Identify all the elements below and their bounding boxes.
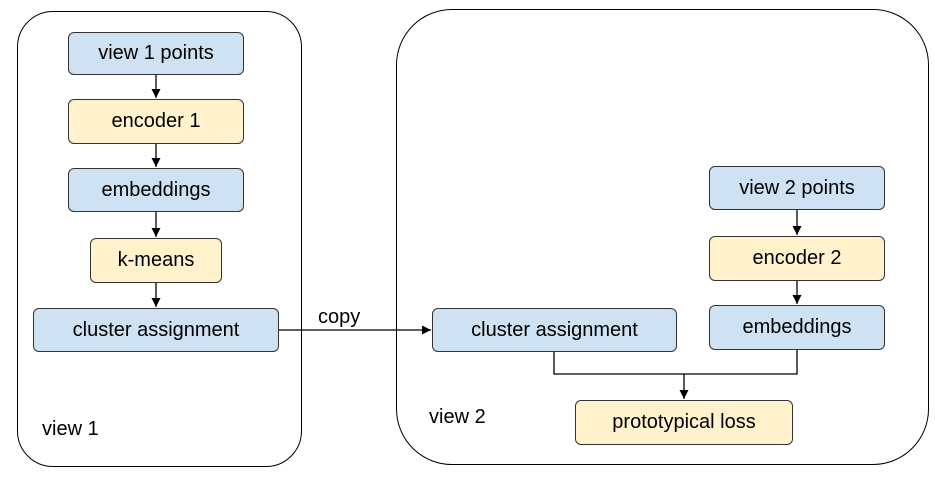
encoder-1-node: encoder 1 — [68, 99, 244, 144]
view-2-points-node: view 2 points — [709, 166, 885, 210]
prototypical-loss-node: prototypical loss — [575, 400, 793, 445]
view-2-panel — [396, 9, 929, 465]
k-means-node: k-means — [90, 238, 222, 283]
view-1-panel-label: view 1 — [42, 418, 99, 440]
view-1-cluster-assignment-node: cluster assignment — [33, 308, 279, 352]
view-2-embeddings-node: embeddings — [709, 305, 885, 350]
encoder-2-node: encoder 2 — [709, 236, 885, 281]
view-1-embeddings-node: embeddings — [68, 168, 244, 212]
copy-label: copy — [318, 306, 361, 328]
view-1-points-node: view 1 points — [68, 32, 244, 75]
view-2-cluster-assignment-node: cluster assignment — [432, 308, 677, 352]
view-1-panel — [17, 11, 302, 467]
view-2-panel-label: view 2 — [429, 406, 486, 428]
edge-merge-to-loss — [553, 350, 798, 375]
